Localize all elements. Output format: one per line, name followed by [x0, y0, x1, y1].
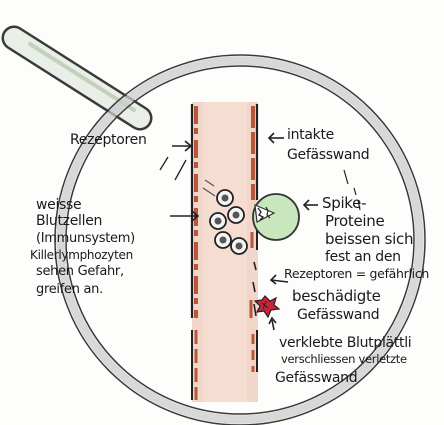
label-damaged-line-2: Gefässwand: [297, 308, 379, 322]
label-spike-line-1: Spike-: [322, 196, 366, 211]
label-spike-line-5: Rezeptoren = gefährlich: [284, 268, 429, 281]
arrow-intakte: [269, 133, 284, 143]
label-platelets-line-2: verschliessen verletzte: [281, 354, 407, 366]
label-spike-line-2: Proteine: [325, 214, 384, 229]
white-blood-cell: [210, 213, 226, 229]
label-rezeptoren: Rezeptoren: [70, 133, 147, 147]
label-platelets-line-3: Gefässwand: [275, 371, 357, 385]
label-damaged-line-1: beschädigte: [292, 289, 381, 304]
spike-protein: [253, 194, 299, 240]
white-blood-cell: [215, 232, 231, 248]
blood-vessel: [192, 102, 258, 402]
arrow-cells: [170, 211, 198, 221]
label-cells-line-5: sehen Gefahr,: [36, 265, 124, 278]
white-blood-cell: [217, 190, 233, 206]
arrow-rezeptoren: [172, 141, 191, 151]
arrow-platelets: [269, 318, 276, 330]
label-intakte-line-1: intakte: [287, 128, 334, 142]
label-cells-line-1: weisse: [36, 198, 81, 212]
label-cells-line-6: greifen an.: [36, 283, 103, 296]
arrow-spike: [304, 200, 318, 210]
label-spike-line-4: fest an den: [325, 250, 401, 264]
platelet-cluster: [255, 296, 279, 317]
white-blood-cell: [228, 207, 244, 223]
label-cells-line-4: Killerlymphozyten: [30, 249, 133, 261]
label-intakte-line-2: Gefässwand: [287, 148, 369, 162]
label-spike-line-3: beissen sich: [325, 232, 413, 247]
white-blood-cell: [231, 238, 247, 254]
label-platelets-line-1: verklebte Blutplättli: [279, 336, 411, 350]
label-cells-line-3: (Immunsystem): [36, 232, 135, 245]
label-cells-line-2: Blutzellen: [36, 214, 102, 228]
